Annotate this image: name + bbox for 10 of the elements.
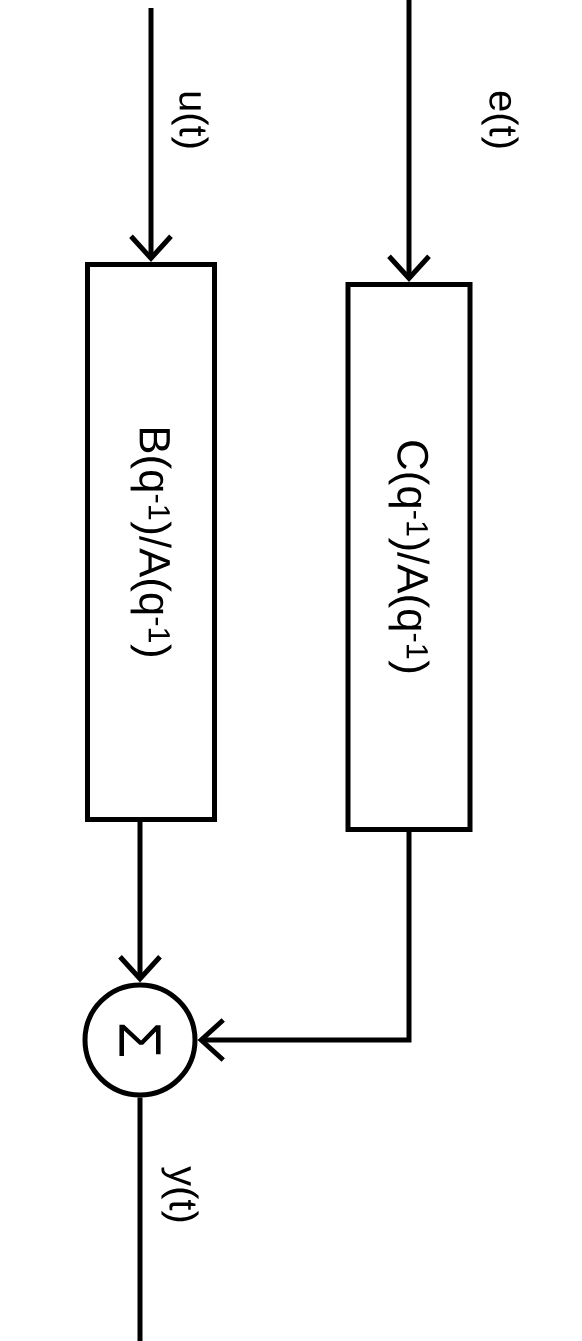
arrow <box>129 8 173 262</box>
arrow <box>387 0 431 282</box>
arrow <box>197 832 412 1062</box>
signal-label: y(t) <box>159 1164 201 1226</box>
signal-label: e(t) <box>479 88 521 152</box>
signal-label: u(t) <box>169 88 211 152</box>
transfer-function-box: B(q$^{-1}$)/A(q$^{-1}$) <box>85 262 217 822</box>
transfer-function-box: C(q$^{-1}$)/A(q$^{-1}$) <box>345 282 473 832</box>
summing-junction: Σ <box>82 982 198 1098</box>
arrow <box>118 822 162 983</box>
